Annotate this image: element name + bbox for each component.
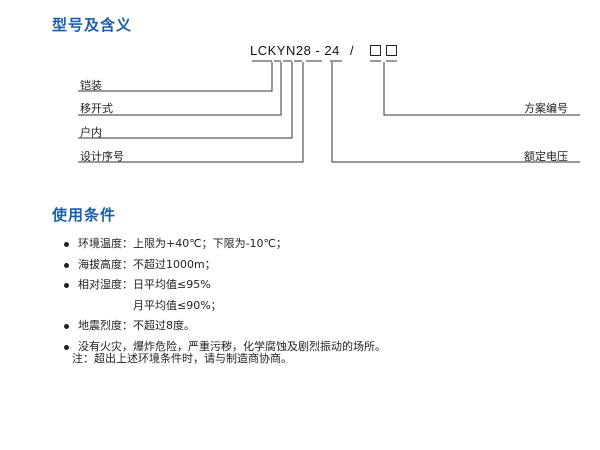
scheme-number-box (370, 45, 381, 56)
bullet-icon (64, 324, 69, 329)
condition-text: 相对湿度：日平均值≤95% (78, 278, 211, 291)
label-indoor: 户内 (80, 126, 102, 139)
bullet-icon (64, 262, 69, 268)
label-scheme-number: 方案编号 (524, 102, 568, 115)
list-item: 没有火灾，爆炸危险，严重污秽，化学腐蚀及剧烈振动的场所。 (64, 339, 386, 361)
leader-rated-voltage (331, 62, 580, 163)
list-item: 相对湿度：日平均值≤95% (64, 278, 386, 299)
leader-indoor (78, 62, 293, 139)
leader-design-serial (78, 62, 304, 163)
condition-text: 月平均值≤90%； (133, 298, 222, 312)
condition-text: 没有火灾，爆炸危险，严重污秽，化学腐蚀及剧烈振动的场所。 (78, 339, 386, 353)
condition-text: 环境温度：上限为+40℃；下限为-10℃； (78, 237, 287, 250)
label-design-serial: 设计序号 (80, 150, 124, 163)
model-code: LCKYN28 - 24 (250, 43, 340, 58)
bullet-icon (64, 344, 69, 350)
model-slash: / (350, 43, 354, 58)
label-armored: 铠装 (80, 79, 102, 92)
conditions-section-title: 使用条件 (52, 206, 117, 224)
list-item: 环境温度：上限为+40℃；下限为-10℃； (64, 237, 386, 258)
conditions-list: 环境温度：上限为+40℃；下限为-10℃； 海拔高度：不超过1000m； 相对湿… (64, 237, 386, 361)
leader-withdrawable (78, 62, 282, 116)
label-withdrawable: 移开式 (80, 102, 113, 115)
leader-scheme-number (383, 62, 580, 116)
condition-text: 地震烈度：不超过8度。 (78, 319, 195, 332)
rated-voltage-box (386, 45, 397, 56)
model-section-title: 型号及含义 (52, 16, 133, 34)
conditions-note: 注：超出上述环境条件时，请与制造商协商。 (72, 352, 292, 365)
list-item: 月平均值≤90%； (78, 299, 386, 320)
label-rated-voltage: 额定电压 (524, 150, 568, 163)
condition-text: 海拔高度：不超过1000m； (78, 257, 216, 271)
list-item: 地震烈度：不超过8度。 (64, 319, 386, 340)
bullet-icon (64, 283, 69, 288)
list-item: 海拔高度：不超过1000m； (64, 257, 386, 279)
leader-armored (78, 62, 273, 92)
bullet-icon (64, 242, 69, 247)
